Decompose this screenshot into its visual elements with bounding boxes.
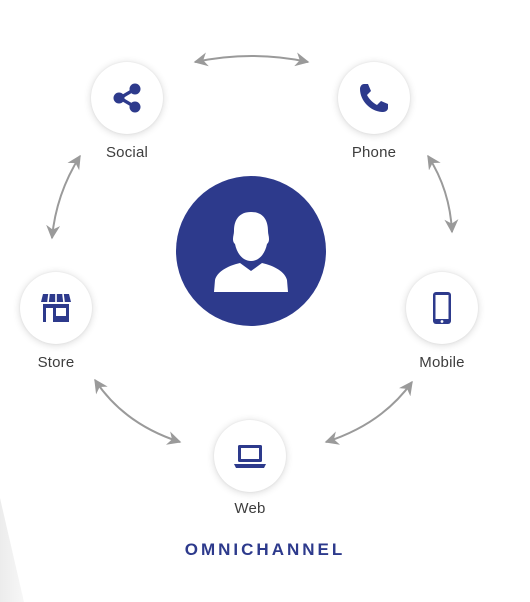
web-label: Web	[234, 500, 266, 517]
social-node	[91, 62, 163, 134]
storefront-icon	[41, 293, 71, 322]
arrow-web-store	[94, 378, 182, 445]
phone-label: Phone	[351, 144, 397, 161]
phone-node	[338, 62, 410, 134]
laptop-icon	[234, 445, 266, 468]
social-label: Social	[105, 144, 149, 161]
arrow-social-phone	[193, 52, 310, 67]
person-icon	[214, 212, 288, 292]
diagram-title: OMNICHANNEL	[184, 540, 346, 559]
store-node	[20, 272, 92, 344]
mobile-label: Mobile	[419, 354, 465, 371]
arrow-mobile-web	[324, 380, 413, 445]
customer-hub	[176, 176, 326, 326]
mobile-node	[406, 272, 478, 344]
share-icon	[113, 83, 141, 113]
smartphone-icon	[433, 292, 451, 324]
arrow-phone-mobile	[427, 154, 459, 234]
arrow-store-social	[46, 154, 81, 240]
web-node	[214, 420, 286, 492]
store-label: Store	[37, 354, 75, 371]
phone-icon	[360, 84, 388, 112]
